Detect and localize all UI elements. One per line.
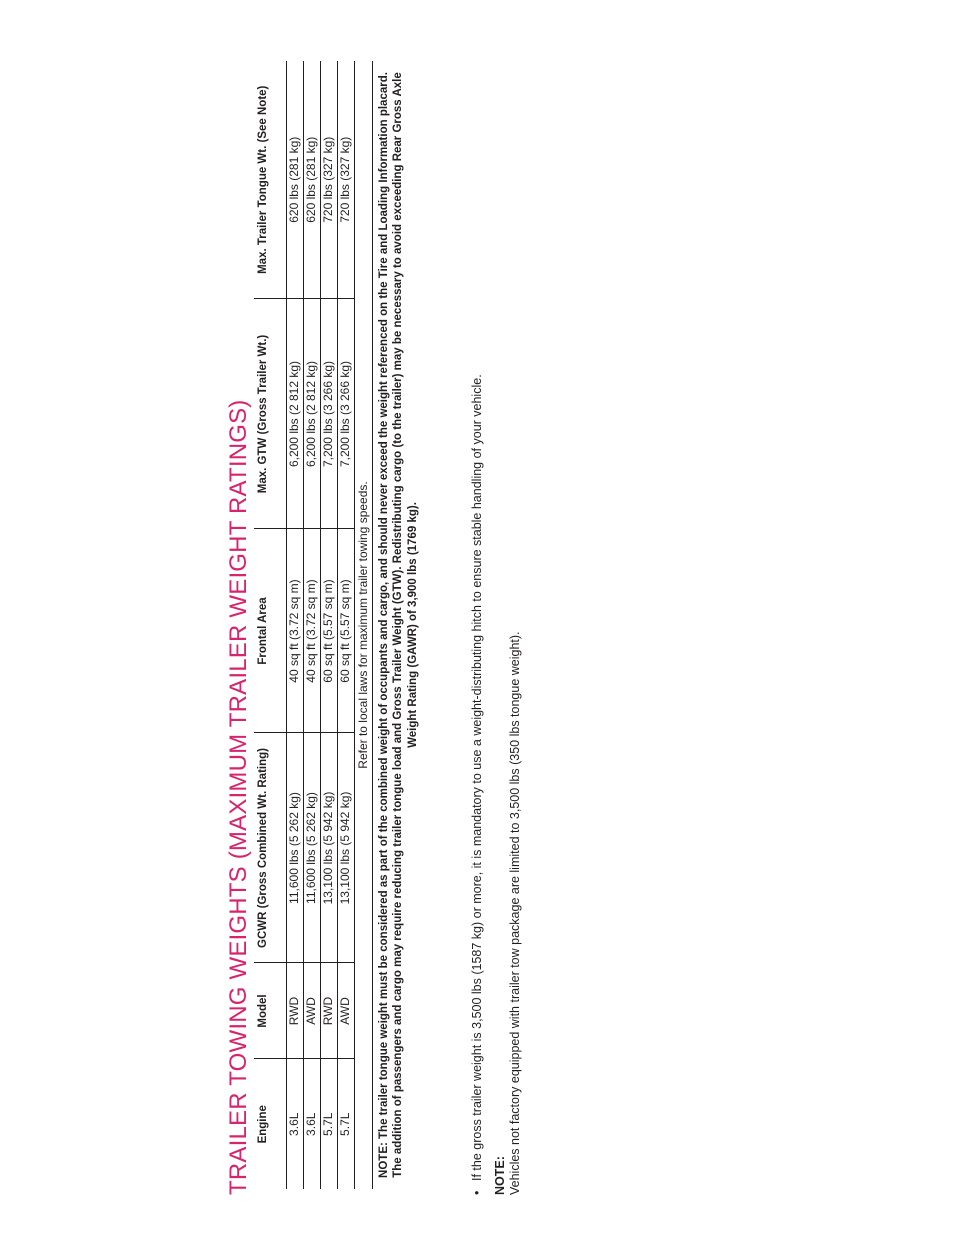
table-cell: 620 lbs (281 kg) xyxy=(286,61,303,299)
column-header: GCWR (Gross Combined Wt. Rating) xyxy=(254,733,286,963)
bullet-item: • If the gross trailer weight is 3,500 l… xyxy=(470,63,485,1195)
rotated-page-content: TRAILER TOWING WEIGHTS (MAXIMUM TRAILER … xyxy=(225,55,786,1196)
bullet-text: If the gross trailer weight is 3,500 lbs… xyxy=(470,374,484,1181)
table-cell: 6,200 lbs (2 812 kg) xyxy=(286,299,303,529)
table-cell: 60 sq ft (5.57 sq m) xyxy=(337,529,354,733)
column-header: Model xyxy=(254,963,286,1059)
table-cell: 720 lbs (327 kg) xyxy=(320,61,337,299)
bullet-icon: • xyxy=(470,1190,484,1195)
table-cell: 620 lbs (281 kg) xyxy=(303,61,320,299)
column-header: Engine xyxy=(254,1059,286,1189)
table-cell: 13,100 lbs (5 942 kg) xyxy=(337,733,354,963)
towing-weights-table: Engine Model GCWR (Gross Combined Wt. Ra… xyxy=(254,61,428,1189)
note-body: Vehicles not factory equipped with trail… xyxy=(508,631,522,1195)
table-row: 5.7L AWD 13,100 lbs (5 942 kg) 60 sq ft … xyxy=(337,61,354,1189)
table-cell: 40 sq ft (3.72 sq m) xyxy=(286,529,303,733)
table-row: 3.6L RWD 11,600 lbs (5 262 kg) 40 sq ft … xyxy=(286,61,303,1189)
table-row: 5.7L RWD 13,100 lbs (5 942 kg) 60 sq ft … xyxy=(320,61,337,1189)
table-row: 3.6L AWD 11,600 lbs (5 262 kg) 40 sq ft … xyxy=(303,61,320,1189)
column-header: Max. Trailer Tongue Wt. (See Note) xyxy=(254,61,286,299)
table-cell: 40 sq ft (3.72 sq m) xyxy=(303,529,320,733)
table-cell: 7,200 lbs (3 266 kg) xyxy=(337,299,354,529)
table-cell: 13,100 lbs (5 942 kg) xyxy=(320,733,337,963)
column-header: Max. GTW (Gross Trailer Wt.) xyxy=(254,299,286,529)
table-row-refer: Refer to local laws for maximum trailer … xyxy=(354,61,372,1189)
table-header-row: Engine Model GCWR (Gross Combined Wt. Ra… xyxy=(254,61,286,1189)
note-label: NOTE: xyxy=(493,1156,507,1195)
table-cell: RWD xyxy=(286,963,303,1059)
table-cell: 11,600 lbs (5 262 kg) xyxy=(303,733,320,963)
table-cell: 5.7L xyxy=(337,1059,354,1189)
table-note: NOTE: The trailer tongue weight must be … xyxy=(377,72,419,1178)
table-row-note: NOTE: The trailer tongue weight must be … xyxy=(372,61,428,1189)
page-title: TRAILER TOWING WEIGHTS (MAXIMUM TRAILER … xyxy=(225,399,252,1196)
table-cell: 7,200 lbs (3 266 kg) xyxy=(320,299,337,529)
table-cell: 720 lbs (327 kg) xyxy=(337,61,354,299)
table-cell: 3.6L xyxy=(286,1059,303,1189)
table-cell: 3.6L xyxy=(303,1059,320,1189)
table-cell: RWD xyxy=(320,963,337,1059)
table-cell: 11,600 lbs (5 262 kg) xyxy=(286,733,303,963)
table-cell: 60 sq ft (5.57 sq m) xyxy=(320,529,337,733)
table-cell: AWD xyxy=(337,963,354,1059)
table-cell: AWD xyxy=(303,963,320,1059)
table-cell: 5.7L xyxy=(320,1059,337,1189)
table-cell: 6,200 lbs (2 812 kg) xyxy=(303,299,320,529)
body-text: • If the gross trailer weight is 3,500 l… xyxy=(470,63,523,1195)
refer-text: Refer to local laws for maximum trailer … xyxy=(354,61,372,1189)
column-header: Frontal Area xyxy=(254,529,286,733)
